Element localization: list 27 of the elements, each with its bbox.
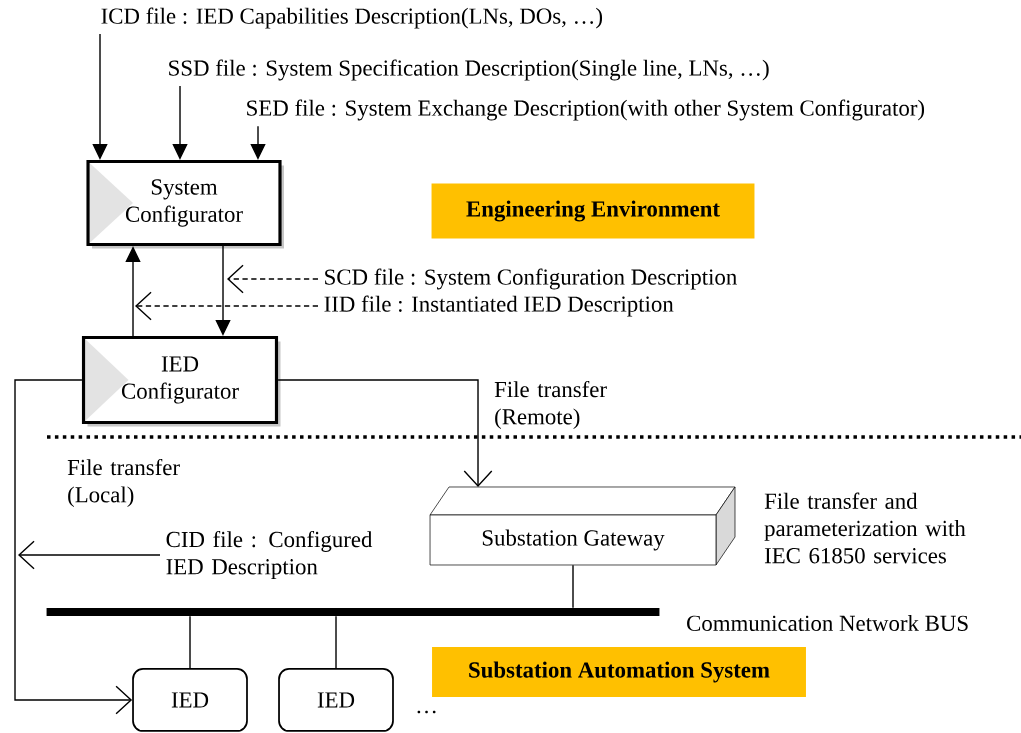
note-text: Communication Network BUS [687, 614, 968, 632]
connector-line [189, 615, 191, 669]
edge-label: File transfer (Remote) [492, 379, 626, 431]
banner-box: Engineering Environment [431, 183, 755, 239]
file-label: ICD file : IED Capabilities Description(LNs, DOs, …) [101, 7, 603, 29]
file-label: SSD file : System Specification Description(Single line, LNs, …) [169, 59, 769, 81]
bus-bar [46, 608, 660, 616]
banner-box: Substation Automation System [432, 647, 806, 697]
file-label: SCD file : System Configuration Description [325, 268, 737, 290]
arrow [135, 291, 319, 321]
arrow [277, 379, 493, 487]
device-box: IED [132, 668, 248, 732]
gateway-box: Substation Gateway [429, 486, 736, 566]
arrow [18, 540, 161, 570]
edge-label: File transfer (Local) [65, 457, 199, 509]
connector-line [335, 615, 337, 669]
file-label: CID file : Configured IED Description [166, 530, 373, 580]
note-text: File transfer and parameterization with IEC 61850 services [764, 492, 966, 564]
file-label: IID file : Instantiated IED Description [324, 295, 674, 317]
connector-line [572, 564, 574, 609]
ellipsis-mark: … [417, 710, 436, 714]
configurator-box: System Configurator [86, 159, 284, 249]
arrow [227, 264, 319, 294]
file-label: SED file : System Exchange Description(with other System Configurator) [247, 99, 925, 121]
device-box: IED [278, 668, 394, 732]
arrow [14, 379, 133, 715]
configurator-box: IED Configurator [81, 335, 281, 427]
